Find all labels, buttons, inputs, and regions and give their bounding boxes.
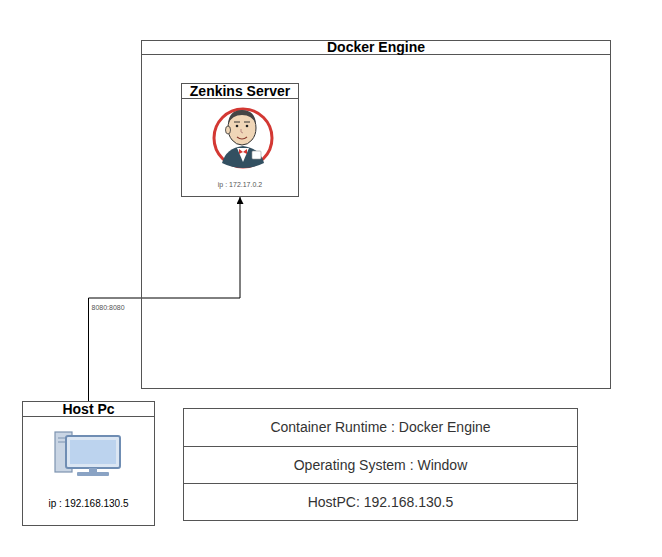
- box-title: Host Pc: [23, 402, 154, 417]
- table-cell: Container Runtime : Docker Engine: [184, 409, 577, 446]
- box-title: Zenkins Server: [182, 84, 298, 99]
- container-box: Zenkins Server ip : 172.17.0.2: [181, 83, 299, 197]
- port-mapping-arrow: [89, 197, 241, 401]
- ip-address: ip : 192.168.130.5: [23, 497, 154, 510]
- box-title: Docker Engine: [142, 41, 610, 55]
- docker-engine-box: Docker EngineZenkins Server ip : 172.17.0…: [141, 40, 611, 389]
- port-label: 8080:8080: [92, 303, 125, 312]
- computer-icon: [55, 432, 120, 476]
- host-box: Host Pc ip : 192.168.130.5: [22, 401, 155, 526]
- ip-address: ip : 172.17.0.2: [182, 180, 298, 190]
- table-cell: HostPC: 192.168.130.5: [184, 483, 577, 520]
- info-table: Container Runtime : Docker EngineOperati…: [183, 408, 578, 521]
- table-cell: Operating System : Window: [184, 446, 577, 483]
- jenkins-icon: [214, 109, 272, 168]
